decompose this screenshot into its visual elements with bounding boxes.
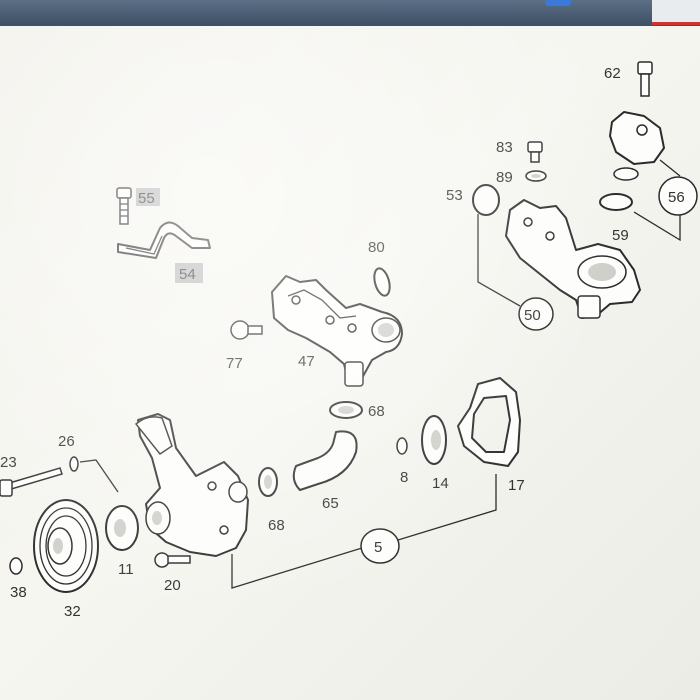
- water-pump-body: [134, 413, 249, 557]
- label-80: 80: [368, 239, 385, 256]
- label-23: 23: [0, 454, 17, 471]
- nut-38: [9, 557, 23, 575]
- parts-diagram-screen: 55 54 80 47 77 68 65 68: [0, 26, 700, 700]
- bracket-54: [117, 221, 211, 259]
- plug-83: [527, 141, 543, 163]
- leader-26: [79, 459, 119, 493]
- label-26: 26: [58, 433, 75, 450]
- clamp-68-bottom: [258, 467, 278, 497]
- label-47: 47: [298, 353, 315, 370]
- label-65: 65: [322, 495, 339, 512]
- taskbar-indicator: [545, 0, 571, 6]
- label-14: 14: [432, 475, 449, 492]
- bolt-77: [230, 320, 263, 340]
- label-54: 54: [179, 266, 196, 283]
- label-50: 50: [524, 307, 541, 324]
- label-11: 11: [118, 561, 134, 578]
- label-77: 77: [226, 355, 243, 372]
- hose-65: [292, 430, 358, 491]
- leader-56: [659, 159, 681, 177]
- bolt-23: [0, 467, 63, 497]
- label-17: 17: [508, 477, 525, 494]
- hub-11: [105, 505, 139, 551]
- sensor-62: [637, 61, 653, 97]
- leader-5-left: [231, 547, 363, 589]
- o-ring-53: [472, 184, 500, 216]
- impeller-14: [421, 415, 447, 465]
- label-68-bottom: 68: [268, 517, 285, 534]
- pulley-32: [33, 499, 99, 593]
- label-68-top: 68: [368, 403, 385, 420]
- monitor-top-bar: [0, 0, 700, 26]
- bolt-55: [116, 187, 132, 225]
- label-55: 55: [138, 190, 155, 207]
- label-8: 8: [400, 469, 408, 486]
- seal-ring-89: [525, 170, 547, 182]
- label-5: 5: [374, 539, 382, 556]
- label-32: 32: [64, 603, 81, 620]
- clamp-68-top: [329, 401, 363, 419]
- thermostat-cover-56: [609, 111, 665, 181]
- label-89: 89: [496, 169, 513, 186]
- washer-8: [396, 437, 408, 455]
- label-38: 38: [10, 584, 27, 601]
- window-control[interactable]: [652, 0, 700, 25]
- label-20: 20: [164, 577, 181, 594]
- washer-26: [69, 456, 79, 472]
- label-56: 56: [668, 189, 685, 206]
- leader-56-seal: [633, 211, 681, 242]
- bolt-20: [154, 552, 191, 568]
- o-ring-59: [599, 193, 633, 211]
- label-83: 83: [496, 139, 513, 156]
- label-62: 62: [604, 65, 621, 82]
- label-53: 53: [446, 187, 463, 204]
- gasket-17: [457, 377, 521, 467]
- label-59: 59: [612, 227, 629, 244]
- o-ring-80: [373, 267, 391, 297]
- parts-diagram: 55 54 80 47 77 68 65 68: [0, 61, 698, 620]
